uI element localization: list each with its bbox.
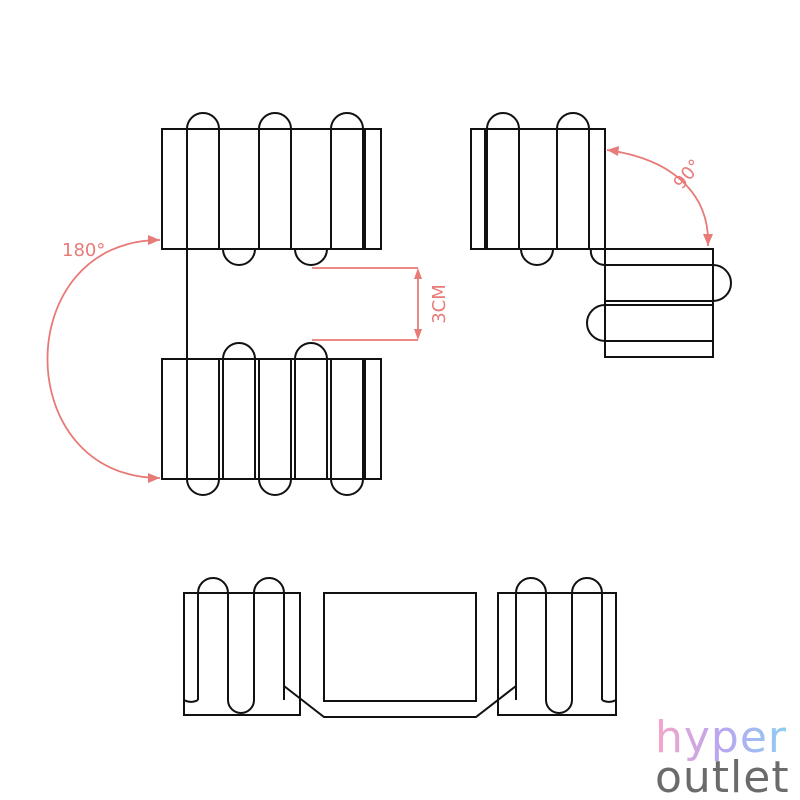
sideways-folded-panel <box>586 248 732 358</box>
gap-3cm-label: 3CM <box>429 284 450 324</box>
upright-folded-panel <box>470 112 606 267</box>
logo-outlet-text: outlet <box>655 752 790 800</box>
logo-hyper-text: hyper <box>655 712 787 763</box>
angle-90-annotation: 90° <box>606 146 713 247</box>
lower-folded-panel <box>161 342 382 496</box>
center-plate <box>283 592 517 718</box>
left-spiral-block <box>183 577 301 716</box>
angle-90-label: 90° <box>669 155 706 193</box>
hyper-outlet-logo: hyper outlet <box>655 712 790 800</box>
gap-3cm-annotation: 3CM <box>312 267 450 341</box>
angle-180-label: 180° <box>62 240 105 261</box>
upper-folded-panel <box>161 112 382 266</box>
angle-180-annotation: 180° <box>46 235 161 483</box>
right-spiral-block <box>497 577 617 716</box>
